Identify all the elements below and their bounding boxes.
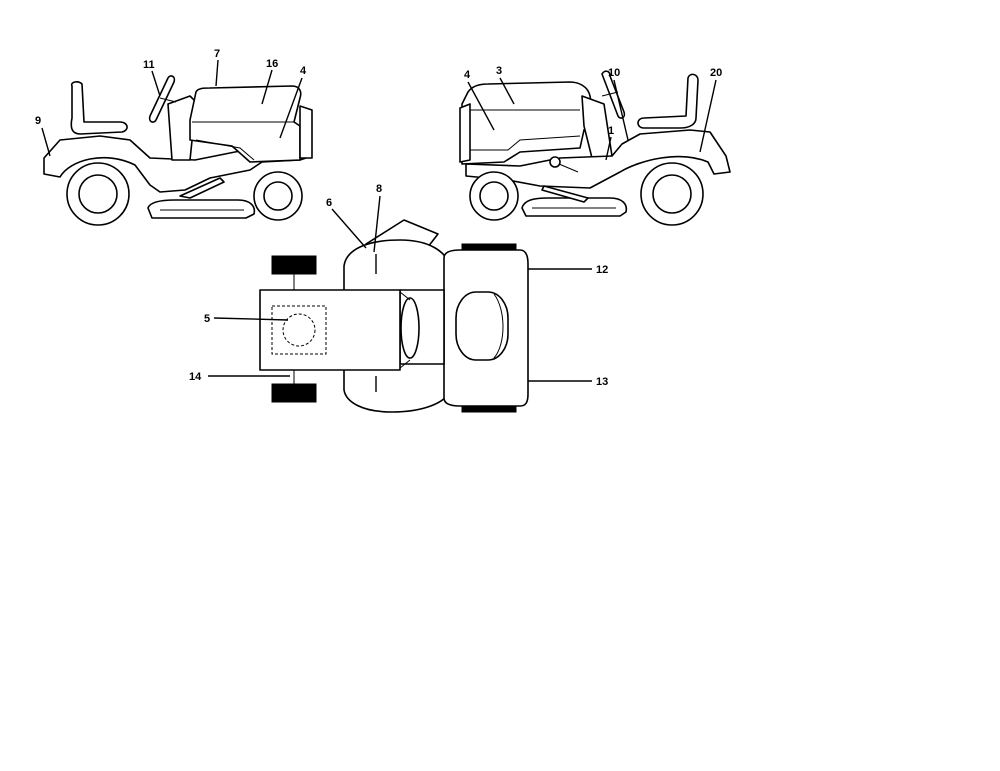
callout-6: 6 xyxy=(326,197,332,209)
callout-3: 3 xyxy=(496,65,502,77)
callout-16: 16 xyxy=(266,58,278,70)
left-view-callouts: 9 11 7 16 4 xyxy=(35,48,307,157)
mower-deck xyxy=(521,197,628,217)
tractor-right-side-view xyxy=(459,70,731,226)
callout-1: 1 xyxy=(608,125,614,137)
callout-9: 9 xyxy=(35,115,41,127)
callout-13: 13 xyxy=(596,376,608,388)
callout-4-right: 4 xyxy=(464,69,471,81)
rear-fender xyxy=(43,135,307,193)
steering-wheel xyxy=(400,297,420,359)
right-view-callouts: 4 3 10 20 1 xyxy=(464,65,722,161)
grille xyxy=(459,103,471,163)
callout-11: 11 xyxy=(143,59,155,71)
decal-outline xyxy=(271,305,327,355)
front-wheel-bottom xyxy=(271,383,317,403)
rear-fender xyxy=(465,129,731,189)
seat xyxy=(455,291,509,361)
callout-7: 7 xyxy=(214,48,220,60)
callout-10: 10 xyxy=(608,67,620,79)
steering-wheel xyxy=(601,70,626,119)
tractor-top-view xyxy=(259,219,529,413)
seat xyxy=(637,73,699,129)
grille xyxy=(299,105,313,159)
seat xyxy=(70,81,128,135)
callout-5: 5 xyxy=(204,313,210,325)
callout-4-left: 4 xyxy=(300,65,307,77)
top-view-callouts: 6 8 12 5 14 13 xyxy=(189,183,608,388)
callout-12: 12 xyxy=(596,264,608,276)
front-wheel-top xyxy=(271,255,317,275)
hood xyxy=(461,81,595,165)
callout-14: 14 xyxy=(189,371,202,383)
mower-deck xyxy=(147,199,256,219)
hood xyxy=(259,289,401,371)
callout-8: 8 xyxy=(376,183,382,195)
hood xyxy=(189,85,302,163)
tractor-left-side-view xyxy=(43,75,313,226)
callout-20: 20 xyxy=(710,67,722,79)
